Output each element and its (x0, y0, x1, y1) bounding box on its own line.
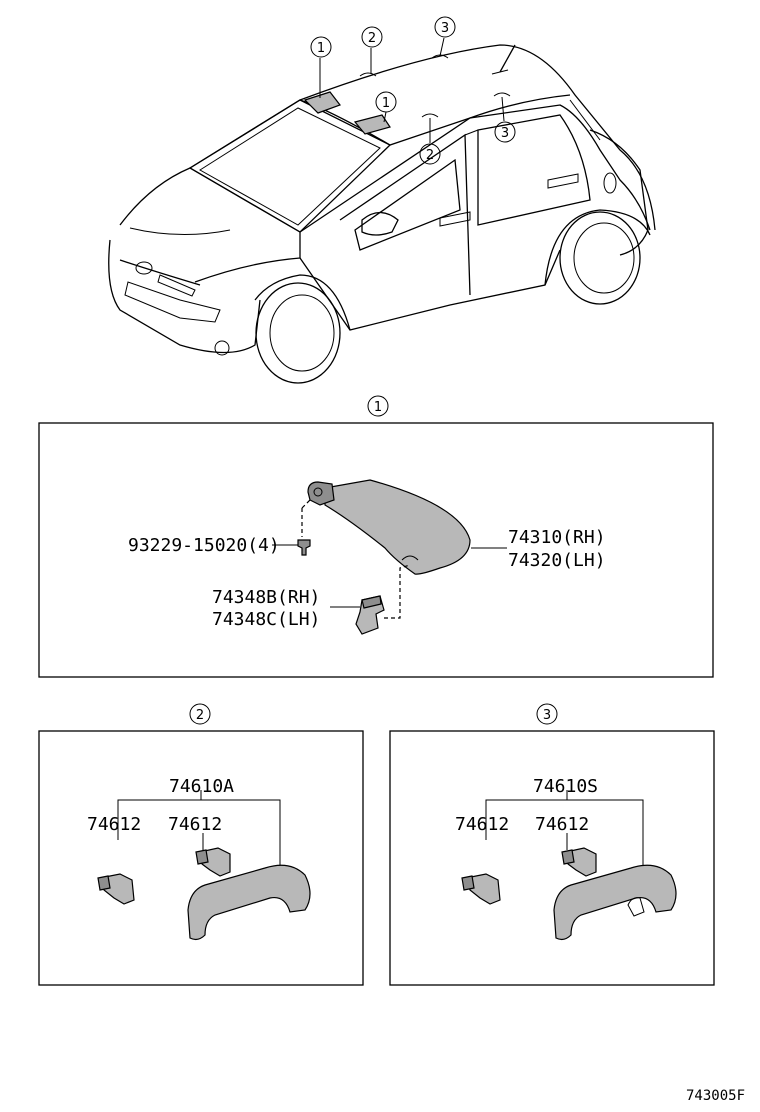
callout-1-visor-left[interactable]: 1 (310, 36, 332, 58)
figure-code: 743005F (686, 1088, 745, 1104)
sun-visor[interactable] (324, 479, 471, 575)
grip-a-assembly-number: 74610A (169, 776, 234, 797)
car-callouts: 1 2 3 1 2 3 (310, 16, 516, 165)
svg-text:3: 3 (501, 126, 509, 141)
screw[interactable] (297, 539, 311, 556)
sun-visor-parts (272, 479, 507, 635)
assist-grip-a-parts (97, 790, 311, 941)
callout-2-grip-front[interactable]: 2 (361, 26, 383, 48)
grip-s-clip-left-number: 74612 (455, 814, 509, 835)
holder-rh-part-number: 74348B(RH) (212, 587, 320, 608)
clip-left[interactable] (465, 873, 501, 905)
sun-visor-panel (38, 422, 714, 678)
callout-box1-label[interactable]: 1 (367, 395, 389, 417)
callout-2-grip-side[interactable]: 2 (419, 143, 441, 165)
grip-a-clip-right-number: 74612 (168, 814, 222, 835)
callout-box2-label[interactable]: 2 (189, 703, 211, 725)
visor-lh-part-number: 74320(LH) (508, 550, 606, 571)
callout-1-visor-right[interactable]: 1 (375, 91, 397, 113)
assist-grip-a-panel (38, 730, 364, 986)
svg-text:2: 2 (426, 148, 434, 163)
grip-a-clip-left-number: 74612 (87, 814, 141, 835)
svg-text:3: 3 (543, 708, 551, 723)
clip-right[interactable] (565, 847, 597, 877)
holder-lh-part-number: 74348C(LH) (212, 609, 320, 630)
callout-3-grip-side[interactable]: 3 (494, 121, 516, 143)
callout-3-grip-rear[interactable]: 3 (434, 16, 456, 38)
svg-text:2: 2 (196, 708, 204, 723)
svg-text:1: 1 (317, 41, 325, 56)
svg-text:2: 2 (368, 31, 376, 46)
svg-text:3: 3 (441, 21, 449, 36)
clip-right[interactable] (199, 847, 231, 877)
car-illustration (108, 37, 656, 384)
grip-s-clip-right-number: 74612 (535, 814, 589, 835)
visor-rh-part-number: 74310(RH) (508, 527, 606, 548)
svg-text:1: 1 (374, 400, 382, 415)
assist-grip-s-parts (461, 790, 677, 941)
screw-part-number: 93229-15020(4) (128, 535, 280, 556)
svg-text:1: 1 (382, 96, 390, 111)
assist-grip-with-hook[interactable] (553, 864, 677, 941)
assist-grip[interactable] (187, 864, 311, 941)
assist-grip-s-panel (389, 730, 715, 986)
grip-s-assembly-number: 74610S (533, 776, 598, 797)
callout-box3-label[interactable]: 3 (536, 703, 558, 725)
